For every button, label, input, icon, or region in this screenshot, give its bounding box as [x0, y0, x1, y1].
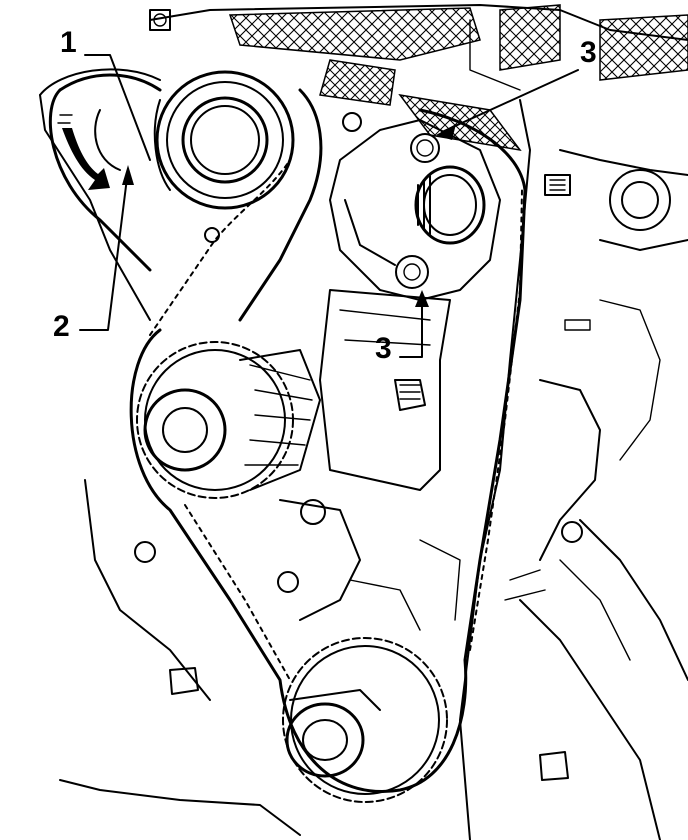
crankshaft-sprocket [282, 637, 448, 803]
callout-2: 2 [53, 310, 70, 343]
center-bracket [279, 289, 591, 631]
upper-pulley [153, 70, 295, 210]
callout-3-top: 3 [580, 36, 597, 69]
auxiliary-belt-loop [48, 73, 162, 272]
timing-belt [129, 88, 527, 793]
pointer-arrow-icon [415, 290, 429, 307]
leader-lines [79, 54, 579, 358]
rotation-arrow-icon [57, 114, 110, 190]
pointer-arrow-icon [122, 165, 134, 185]
callout-3-mid: 3 [375, 332, 392, 365]
callout-1: 1 [60, 26, 77, 59]
tensioner-assembly [329, 119, 501, 301]
engine-block-outline [39, 4, 688, 840]
pointer-arrow-icon [436, 124, 456, 140]
middle-sprocket [136, 341, 321, 499]
bolts [134, 9, 671, 781]
hatched-ribs [228, 4, 688, 152]
